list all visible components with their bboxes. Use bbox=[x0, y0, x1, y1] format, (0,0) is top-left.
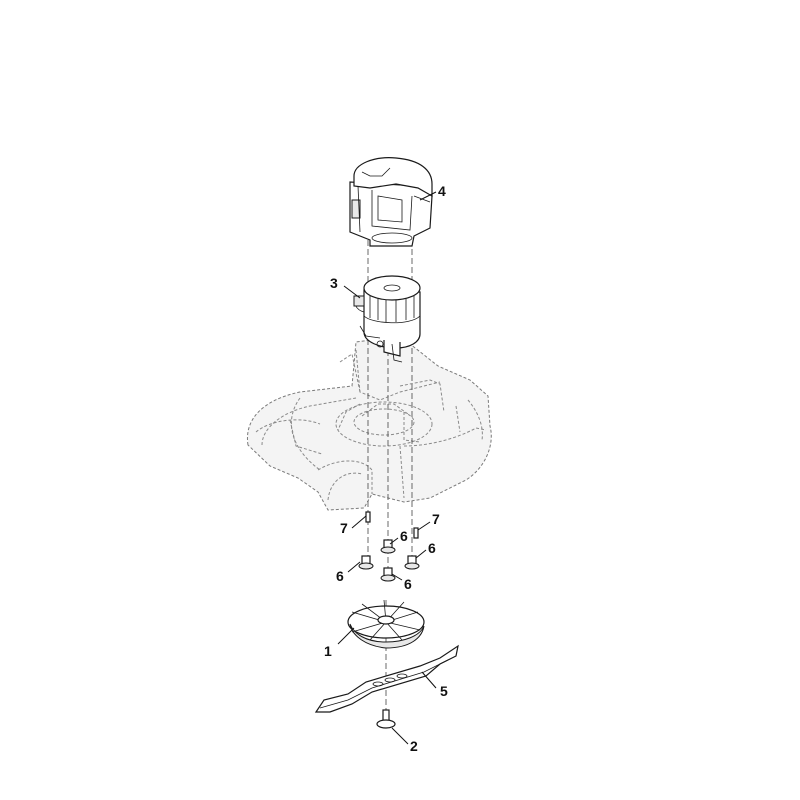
callout-6-left: 6 bbox=[336, 568, 344, 584]
screw-top-center-part bbox=[380, 539, 396, 554]
callout-3: 3 bbox=[330, 275, 338, 291]
motor-cover-part bbox=[349, 157, 433, 247]
screw-right-part bbox=[404, 555, 420, 570]
callout-6-bottom: 6 bbox=[404, 576, 412, 592]
callout-7-right: 7 bbox=[432, 511, 440, 527]
mower-deck-outline bbox=[246, 335, 492, 511]
callout-4: 4 bbox=[438, 183, 446, 199]
pin-left-part bbox=[365, 511, 371, 523]
callout-leaders bbox=[337, 191, 437, 745]
callout-6-right: 6 bbox=[428, 540, 436, 556]
electric-motor-part bbox=[353, 275, 421, 363]
cutting-blade-part bbox=[314, 644, 459, 713]
callout-1: 1 bbox=[324, 643, 332, 659]
pin-right-part bbox=[413, 527, 419, 539]
screw-left-part bbox=[358, 555, 374, 570]
blade-bolt-part bbox=[376, 709, 396, 729]
callout-labels: 4 3 1 2 5 6 6 6 6 7 7 bbox=[324, 183, 448, 754]
fan-impeller-part bbox=[347, 599, 425, 649]
callout-7-left: 7 bbox=[340, 520, 348, 536]
callout-2: 2 bbox=[410, 738, 418, 754]
screw-bottom-center-part bbox=[380, 567, 396, 582]
callout-5: 5 bbox=[440, 683, 448, 699]
callout-6-top: 6 bbox=[400, 528, 408, 544]
